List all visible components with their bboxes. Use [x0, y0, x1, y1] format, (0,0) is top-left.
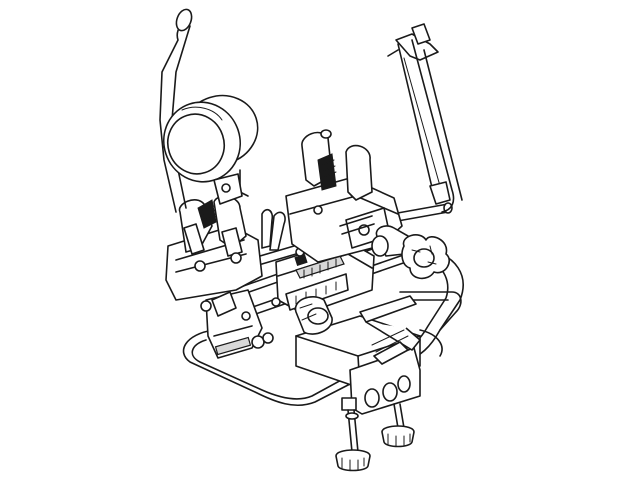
bench-vise: [295, 295, 421, 415]
heater-ring: [163, 94, 259, 205]
stand-arm: [387, 23, 463, 213]
right-cylinder: [371, 225, 450, 280]
left-bracket: [200, 289, 274, 359]
connecting-rods: [241, 215, 375, 321]
vise-screw-left: [335, 409, 371, 472]
center-knob: [294, 296, 333, 335]
left-clamp: [165, 195, 286, 301]
vise-screw-right: [381, 403, 415, 448]
